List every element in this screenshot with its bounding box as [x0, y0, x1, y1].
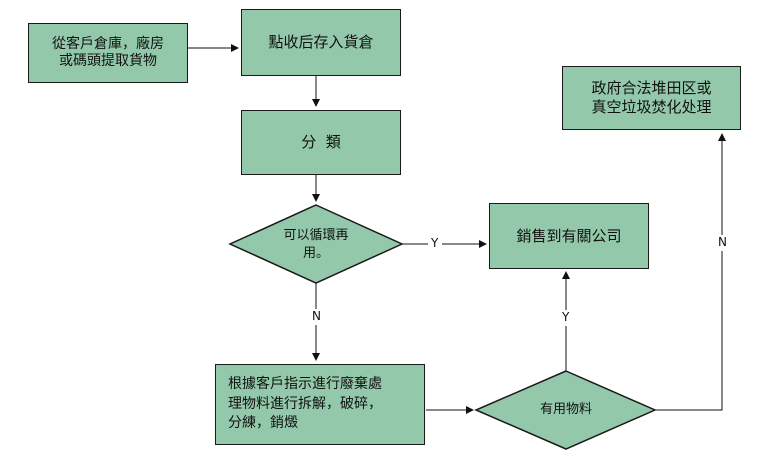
node-classify-text: 分 類	[301, 133, 341, 152]
edge-label-no-recyclable: N	[312, 309, 321, 323]
edge-label-yes-useful: Y	[562, 310, 570, 324]
edge-label-yes-recyclable: Y	[431, 236, 439, 250]
decision-useful-shape	[474, 370, 657, 450]
edge-label-no-useful: N	[718, 235, 727, 249]
node-receive: 點收后存入貨倉	[241, 9, 401, 76]
node-useful: 有用物料	[506, 398, 626, 422]
node-recyclable: 可以循環再 用。	[256, 224, 376, 266]
node-sell-text: 銷售到有關公司	[516, 226, 622, 245]
node-pickup-text: 從客戶倉庫，廠房 或碼頭提取貨物	[52, 35, 164, 70]
node-pickup: 從客戶倉庫，廠房 或碼頭提取貨物	[28, 23, 188, 83]
node-process: 根據客戶指示進行廢棄處 理物料進行拆解，破碎， 分練，銷燬	[215, 364, 425, 445]
edge-useful-to-landfill	[655, 133, 726, 411]
node-process-text: 根據客戶指示進行廢棄處 理物料進行拆解，破碎， 分練，銷燬	[228, 376, 382, 432]
node-sell: 銷售到有關公司	[489, 203, 649, 269]
node-useful-text: 有用物料	[539, 402, 592, 418]
node-recyclable-text: 可以循環再 用。	[283, 228, 349, 261]
node-landfill: 政府合法堆田区或 真空垃圾焚化处理	[562, 66, 741, 130]
node-receive-text: 點收后存入貨倉	[268, 33, 374, 52]
node-classify: 分 類	[241, 110, 401, 175]
node-landfill-text: 政府合法堆田区或 真空垃圾焚化处理	[591, 79, 712, 116]
